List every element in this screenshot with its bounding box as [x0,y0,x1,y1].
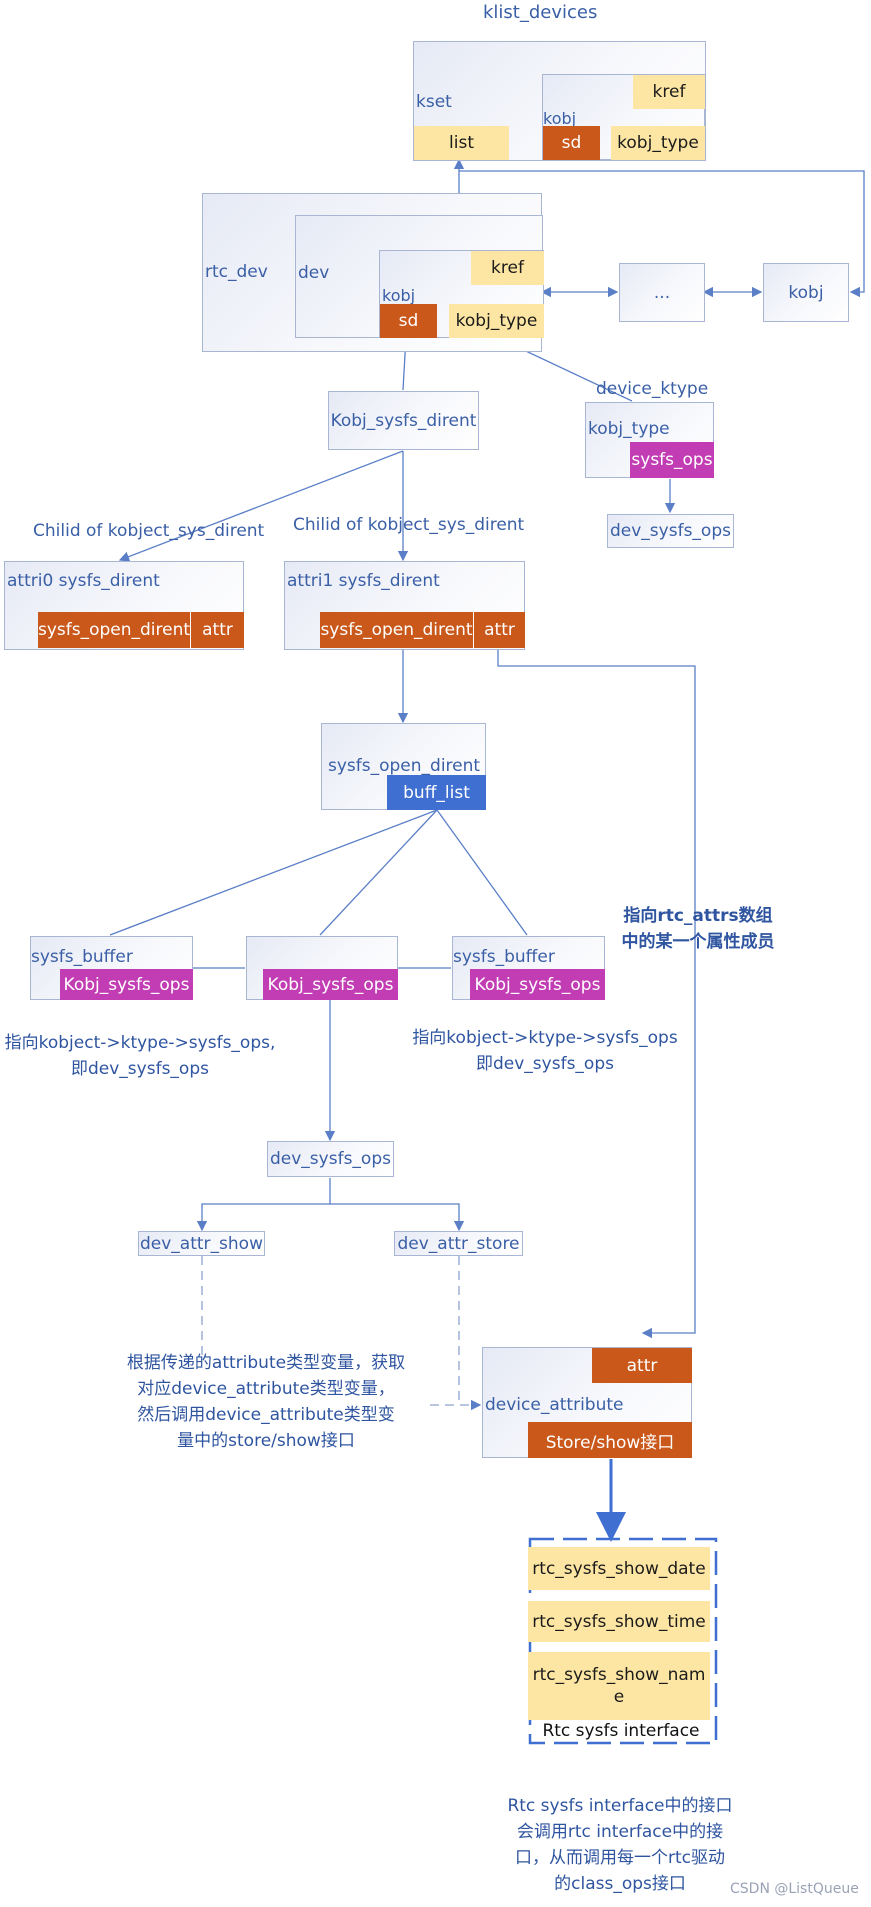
dev-sysfs-ops-top-box[interactable]: dev_sysfs_ops [607,514,734,548]
note-ktype-right-line: 指向kobject->ktype->sysfs_ops [412,1028,678,1048]
kset-label: kset [416,92,452,112]
dev-attr-show-box[interactable]: dev_attr_show [138,1231,265,1256]
rtc-sysfs-show-name-line: rtc_sysfs_show_nam [532,1665,706,1685]
device-ktype-kobj-type: kobj_type [588,419,670,439]
attri0-open-dirent: sysfs_open_dirent [38,612,190,648]
note-rtc-attrs-line: 指向rtc_attrs数组 [623,906,773,926]
dev-sysfs-ops-box[interactable]: dev_sysfs_ops [267,1141,394,1177]
kset-kobj-type: kobj_type [611,126,705,160]
note-bottom-line: Rtc sysfs interface中的接口 [507,1796,733,1816]
rtc-sysfs-show-date: rtc_sysfs_show_date [528,1547,710,1590]
device-attribute-label: device_attribute [485,1395,624,1415]
note-lookup: 根据传递的attribute类型变量，获取 对应device_attribute… [106,1350,426,1454]
rtc-kobj-box: kobj kref sd kobj_type [379,250,544,338]
rtc-sysfs-show-name: rtc_sysfs_show_nam e [528,1652,710,1720]
rtc-sysfs-show-time: rtc_sysfs_show_time [528,1601,710,1642]
attri0-label: attri0 sysfs_dirent [7,571,160,591]
watermark: CSDN @ListQueue [730,1881,859,1897]
note-lookup-line: 然后调用device_attribute类型变 [137,1405,395,1425]
rtc-sysfs-interface-caption: Rtc sysfs interface [542,1721,700,1741]
sysfs-buffer-left-ops: Kobj_sysfs_ops [60,969,193,1000]
kset-kobj-label: kobj [543,109,577,128]
sysfs-buffer-right-ops: Kobj_sysfs_ops [470,969,605,1000]
rtc-kobj-label: kobj [382,286,416,305]
sysfs-buffer-right[interactable]: sysfs_buffer Kobj_sysfs_ops [452,936,605,1000]
sysfs-buffer-left-label: sysfs_buffer [31,947,133,967]
note-ktype-left: 指向kobject->ktype->sysfs_ops, 即dev_sysfs_… [0,1030,280,1082]
kset-box[interactable]: kset list kobj kref sd kobj_type [413,41,706,161]
sysfs-buffer-right-label: sysfs_buffer [453,947,555,967]
klist-devices-title: klist_devices [483,2,598,23]
dev-box: dev kobj kref sd kobj_type [295,215,544,338]
child-caption-left: Chilid of kobject_sys_dirent [33,521,265,541]
kobj-ellipsis-box[interactable]: ... [619,263,705,322]
kset-kref: kref [633,75,705,109]
note-ktype-left-line: 指向kobject->ktype->sysfs_ops, [4,1033,276,1053]
note-bottom: Rtc sysfs interface中的接口 会调用rtc interface… [490,1793,750,1897]
dev-attr-store-box[interactable]: dev_attr_store [394,1231,523,1256]
sysfs-buffer-middle-ops: Kobj_sysfs_ops [263,969,398,1000]
note-bottom-line: 会调用rtc interface中的接 [516,1822,724,1842]
note-ktype-left-line: 即dev_sysfs_ops [71,1059,209,1079]
kobj-far-box[interactable]: kobj [763,263,849,322]
sysfs-buffer-middle[interactable]: Kobj_sysfs_ops [246,936,398,1000]
kset-sd: sd [543,126,600,160]
attri1-open-dirent: sysfs_open_dirent [320,612,473,648]
attri0-box[interactable]: attri0 sysfs_dirent sysfs_open_dirent at… [4,561,244,650]
rtc-sd: sd [380,304,437,338]
dev-label: dev [298,263,330,283]
device-ktype-caption: device_ktype [596,379,709,399]
device-attribute-attr: attr [592,1348,692,1383]
sysfs-buffer-left[interactable]: sysfs_buffer Kobj_sysfs_ops [30,936,193,1000]
attri1-box[interactable]: attri1 sysfs_dirent sysfs_open_dirent at… [284,561,525,650]
attri0-attr: attr [191,612,244,648]
kset-kobj-box: kobj kref sd kobj_type [542,74,705,160]
attri1-label: attri1 sysfs_dirent [287,571,440,591]
rtc-kref: kref [471,251,544,285]
device-ktype-box[interactable]: kobj_type sysfs_ops [585,402,714,478]
note-bottom-line: 口，从而调用每一个rtc驱动 [514,1848,725,1868]
sysfs-open-dirent-box[interactable]: sysfs_open_dirent buff_list [321,723,486,810]
note-ktype-right: 指向kobject->ktype->sysfs_ops 即dev_sysfs_o… [410,1025,680,1077]
note-lookup-line: 对应device_attribute类型变量， [137,1379,395,1399]
device-attribute-box[interactable]: attr device_attribute Store/show接口 [482,1347,692,1458]
note-rtc-attrs: 指向rtc_attrs数组 中的某一个属性成员 [608,903,788,955]
child-caption-right: Chilid of kobject_sys_dirent [293,515,525,535]
rtc-dev-label: rtc_dev [205,262,268,282]
buff-list: buff_list [387,775,486,810]
note-bottom-line: 的class_ops接口 [554,1874,686,1894]
device-ktype-sysfs-ops: sysfs_ops [630,442,714,478]
rtc-kobj-type: kobj_type [449,304,544,338]
note-rtc-attrs-line: 中的某一个属性成员 [621,932,775,952]
device-attribute-store-show: Store/show接口 [528,1422,692,1458]
rtc-sysfs-show-name-line: e [613,1687,625,1707]
kobj-sysfs-dirent-box[interactable]: Kobj_sysfs_dirent [328,391,479,450]
attri1-attr: attr [474,612,525,648]
sysfs-open-dirent-label: sysfs_open_dirent [328,756,481,776]
kset-list: list [414,126,509,160]
note-ktype-right-line: 即dev_sysfs_ops [476,1054,614,1074]
note-lookup-line: 根据传递的attribute类型变量，获取 [126,1353,406,1373]
note-lookup-line: 量中的store/show接口 [177,1431,355,1451]
rtc-dev-box[interactable]: rtc_dev dev kobj kref sd kobj_type [202,193,544,352]
